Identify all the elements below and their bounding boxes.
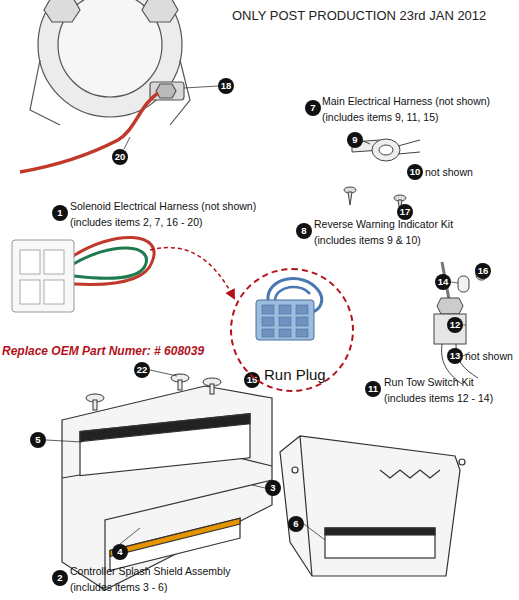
callout-number: 15	[244, 372, 260, 388]
callout-number: 11	[365, 381, 381, 397]
part-description: Controller Splash Shield Assembly	[70, 564, 231, 578]
part-description: (includes items 2, 7, 16 - 20)	[70, 215, 202, 229]
callout-number: 7	[305, 100, 321, 116]
red-wire	[20, 93, 158, 172]
callout-number: 14	[435, 274, 451, 290]
part-description: (includes items 12 - 14)	[384, 391, 493, 405]
node-label: Run Plug	[264, 366, 326, 384]
callout-number: 6	[288, 516, 304, 532]
motor-drawing	[30, 0, 218, 125]
part-description: not shown	[465, 349, 513, 363]
part-description: Solenoid Electrical Harness (not shown)	[70, 199, 256, 213]
callout-number: 22	[134, 362, 150, 378]
rivet-drawing	[86, 374, 221, 410]
run-plug-drawing	[256, 279, 322, 340]
callout-number: 4	[112, 544, 128, 560]
callout-number: 13	[447, 348, 463, 364]
title-note: ONLY POST PRODUCTION 23rd JAN 2012	[232, 8, 486, 24]
callout-number: 9	[347, 132, 363, 148]
callout-number: 18	[218, 78, 234, 94]
solenoid-connector	[12, 237, 154, 312]
callout-number: 3	[265, 480, 281, 496]
leader-line	[46, 370, 325, 544]
callout-number: 20	[112, 149, 128, 165]
callout-number: 2	[52, 570, 68, 586]
callout-number: 5	[30, 432, 46, 448]
pointer-arrow	[150, 248, 234, 298]
callout-number: 12	[447, 317, 463, 333]
part-description: Reverse Warning Indicator Kit	[314, 217, 453, 231]
splash-shield	[62, 386, 465, 590]
leader-line	[124, 137, 130, 149]
part-description: not shown	[425, 165, 473, 179]
toggle-switch	[434, 262, 487, 384]
part-description: Main Electrical Harness (not shown)	[322, 94, 490, 108]
callout-number: 8	[296, 223, 312, 239]
part-number-note: Replace OEM Part Numer: # 608039	[2, 344, 204, 359]
callout-number: 10	[407, 164, 423, 180]
part-description: (includes items 3 - 6)	[70, 580, 167, 594]
callout-number: 1	[52, 205, 68, 221]
callout-number: 16	[475, 263, 491, 279]
part-description: Run Tow Switch Kit	[384, 375, 474, 389]
callout-circle: Run Plug	[230, 268, 354, 392]
part-description: (includes items 9 & 10)	[314, 233, 421, 247]
callout-number: 17	[397, 204, 413, 220]
part-description: (includes items 9, 11, 15)	[322, 110, 439, 124]
